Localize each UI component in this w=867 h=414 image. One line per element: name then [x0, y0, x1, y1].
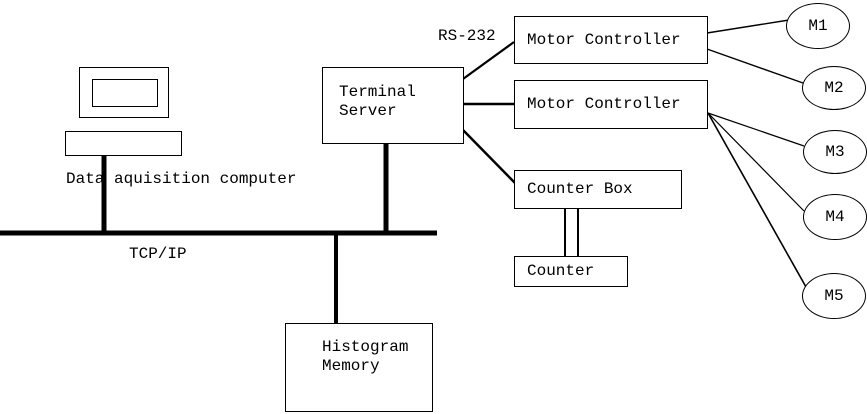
node-motor-m4: M4 [803, 194, 867, 240]
node-motor-m1: M1 [786, 3, 850, 49]
motor-m5-label: M5 [824, 287, 844, 305]
node-motor-m3: M3 [803, 130, 867, 174]
motor-m4-label: M4 [825, 208, 845, 226]
computer-label: Data aquisition computer [66, 170, 297, 188]
mc2-m5-link [707, 112, 807, 288]
node-motor-controller-1: Motor Controller [514, 16, 708, 64]
histogram-memory-label: Histogram Memory [322, 338, 409, 375]
mc2-m3-link [707, 112, 805, 147]
motor-controller-1-label: Motor Controller [527, 30, 681, 49]
mc1-m1-link [706, 19, 790, 34]
counter-box-label: Counter Box [527, 180, 633, 198]
node-motor-m2: M2 [802, 66, 866, 110]
rs232-label: RS-232 [438, 27, 496, 45]
mc2-m4-link [707, 112, 805, 212]
ts-mc1-link [462, 41, 515, 80]
computer-screen-icon [92, 79, 158, 107]
node-terminal-server: Terminal Server [322, 67, 464, 144]
counter-label: Counter [527, 262, 595, 280]
mc1-m2-link [706, 48, 804, 84]
node-histogram-memory: Histogram Memory [285, 323, 433, 412]
motor-m1-label: M1 [808, 17, 828, 35]
node-counter: Counter [514, 256, 628, 287]
computer-keyboard-icon [65, 131, 182, 156]
node-counter-box: Counter Box [514, 170, 682, 209]
terminal-server-label: Terminal Server [339, 83, 416, 120]
motor-controller-2-label: Motor Controller [527, 95, 681, 113]
node-motor-m5: M5 [802, 273, 866, 319]
motor-m2-label: M2 [824, 79, 844, 97]
node-motor-controller-2: Motor Controller [514, 80, 708, 129]
ts-counterbox-link [462, 129, 516, 184]
tcpip-label: TCP/IP [129, 245, 187, 263]
motor-m3-label: M3 [825, 143, 845, 161]
